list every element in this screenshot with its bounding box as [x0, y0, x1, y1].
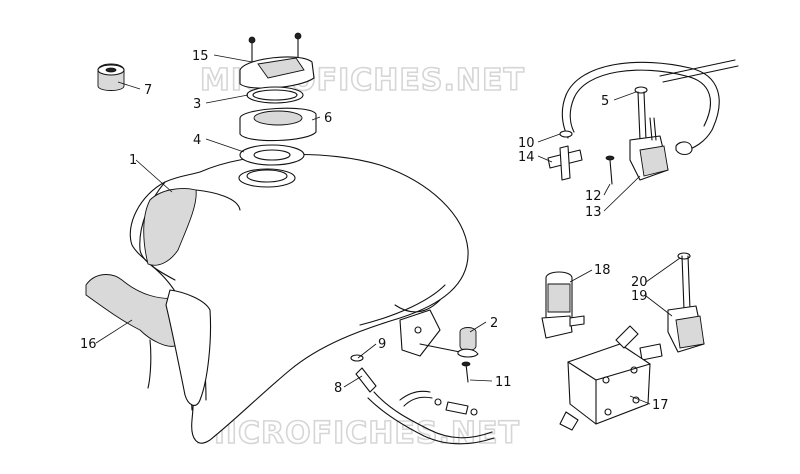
grommet-7 — [97, 63, 125, 91]
bracket-2 — [399, 309, 479, 383]
callout-8: 8 — [334, 381, 342, 396]
callout-9: 9 — [378, 337, 386, 352]
callout-15: 15 — [192, 49, 209, 64]
fuel-tap-5 — [561, 59, 739, 181]
callout-10: 10 — [518, 136, 535, 151]
callout-1: 1 — [129, 153, 137, 168]
callout-20: 20 — [631, 275, 648, 290]
filler-cap-assembly — [239, 32, 317, 166]
callout-2: 2 — [490, 316, 498, 331]
leader-lines — [95, 54, 681, 405]
side-panel-16 — [85, 274, 212, 406]
fuel-pump-17 — [559, 325, 651, 431]
callout-17: 17 — [652, 398, 669, 413]
callout-labels: 1 2 3 4 5 6 7 8 9 10 11 12 13 14 15 16 1… — [80, 49, 669, 413]
callout-14: 14 — [518, 150, 535, 165]
callout-3: 3 — [193, 97, 201, 112]
fuel-hose-8 — [350, 354, 495, 445]
t-connector-14 — [547, 130, 583, 181]
screw-12 — [605, 155, 615, 185]
callout-5: 5 — [601, 94, 609, 109]
fuel-tap-19 — [639, 252, 705, 361]
callout-19: 19 — [631, 289, 648, 304]
callout-7: 7 — [144, 83, 152, 98]
callout-4: 4 — [193, 133, 201, 148]
callout-16: 16 — [80, 337, 97, 352]
callout-6: 6 — [324, 111, 332, 126]
callout-13: 13 — [585, 205, 602, 220]
watermark-bottom: MICROFICHES.NET — [195, 416, 520, 451]
callout-12: 12 — [585, 189, 602, 204]
callout-11: 11 — [495, 375, 512, 390]
callout-18: 18 — [594, 263, 611, 278]
filter-18 — [541, 271, 585, 339]
